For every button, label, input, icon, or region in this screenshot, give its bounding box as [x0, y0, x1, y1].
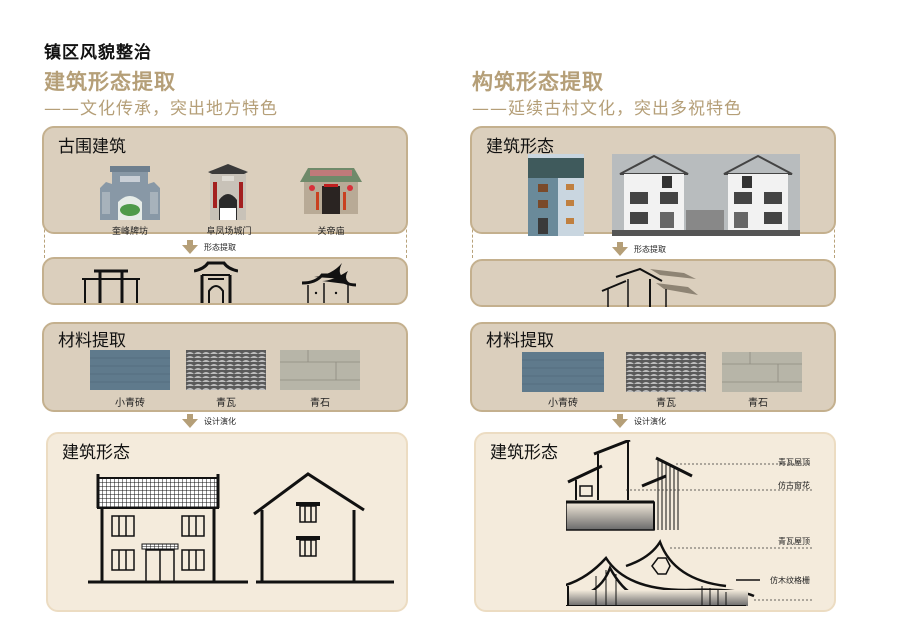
material-caption: 青石: [748, 398, 768, 409]
material-extraction-panel: 材料提取 小青砖 青瓦 青石: [42, 322, 408, 412]
annotation-label: 仿木纹格栅: [770, 576, 810, 585]
step-design-evolution: 设计演化: [182, 414, 236, 428]
step-label: 形态提取: [634, 244, 666, 254]
step-form-extraction: 形态提取: [612, 242, 666, 256]
ancient-architecture-panel: 古围建筑 奎峰牌坊 阜凤场城门 关帝庙: [42, 126, 408, 237]
annotation-label: 仿古窗花: [778, 481, 810, 490]
arrow-down-icon: [612, 242, 628, 256]
panel-title: 材料提取: [58, 331, 126, 351]
temple-roof-form-icon: [302, 263, 356, 303]
material-caption: 青石: [310, 398, 330, 409]
material-caption: 青瓦: [656, 398, 676, 409]
annotation-label: 青瓦屋顶: [778, 458, 810, 467]
right-section-subheading: ——延续古村文化，突出多祝特色: [472, 99, 742, 119]
blue-brick-texture-icon: [90, 350, 170, 390]
residential-building-photo-icon: [528, 154, 584, 236]
bluestone-texture-icon: [722, 352, 802, 392]
panel-title: 古围建筑: [58, 137, 126, 157]
panel-title: 材料提取: [486, 331, 554, 351]
arrow-down-icon: [182, 240, 198, 254]
building-form-result-panel: 建筑形态 青瓦屋: [474, 432, 836, 612]
step-form-extraction: 形态提取: [182, 240, 236, 254]
blue-tile-texture-icon: [186, 350, 266, 390]
panel-title: 建筑形态: [486, 137, 554, 157]
villa-elevation-photo-icon: [612, 154, 800, 236]
building-forms-panel: 建筑形态: [470, 126, 836, 236]
photo-caption: 关帝庙: [317, 227, 345, 237]
material-caption: 小青砖: [548, 398, 578, 409]
gate-form-icon: [194, 261, 238, 303]
material-caption: 小青砖: [115, 398, 145, 409]
step-label: 设计演化: [634, 416, 666, 426]
panel-title: 建筑形态: [490, 443, 558, 463]
building-form-result-panel: 建筑形态: [46, 432, 408, 612]
city-gate-photo-icon: [208, 164, 248, 220]
material-caption: 青瓦: [216, 398, 236, 409]
step-label: 设计演化: [204, 416, 236, 426]
bluestone-texture-icon: [280, 350, 360, 390]
page-title: 镇区风貌整治: [44, 43, 152, 63]
memorial-archway-photo-icon: [100, 166, 160, 220]
blue-tile-texture-icon: [626, 352, 706, 392]
extracted-roof-form-panel: [470, 259, 836, 307]
photo-caption: 奎峰牌坊: [111, 227, 148, 237]
residential-elevation-drawing-icon: [88, 472, 394, 584]
panel-title: 建筑形态: [62, 443, 130, 463]
step-design-evolution: 设计演化: [612, 414, 666, 428]
material-extraction-panel: 材料提取 小青砖 青瓦 青石: [470, 322, 836, 412]
archway-form-icon: [82, 269, 140, 303]
extracted-forms-panel: [42, 257, 408, 305]
annotation-label: 青瓦屋顶: [778, 537, 810, 546]
arrow-down-icon: [182, 414, 198, 428]
left-section-heading: 建筑形态提取: [44, 70, 176, 94]
architectural-section-drawing-icon: [566, 440, 755, 606]
leader-lines: [626, 463, 812, 601]
right-section-heading: 构筑形态提取: [472, 70, 604, 94]
arrow-down-icon: [612, 414, 628, 428]
step-label: 形态提取: [204, 242, 236, 252]
guandi-temple-photo-icon: [300, 168, 362, 214]
roof-form-icon: [601, 267, 698, 307]
left-section-subheading: ——文化传承，突出地方特色: [44, 99, 278, 119]
blue-brick-texture-icon: [522, 352, 604, 392]
photo-caption: 阜凤场城门: [206, 227, 252, 237]
